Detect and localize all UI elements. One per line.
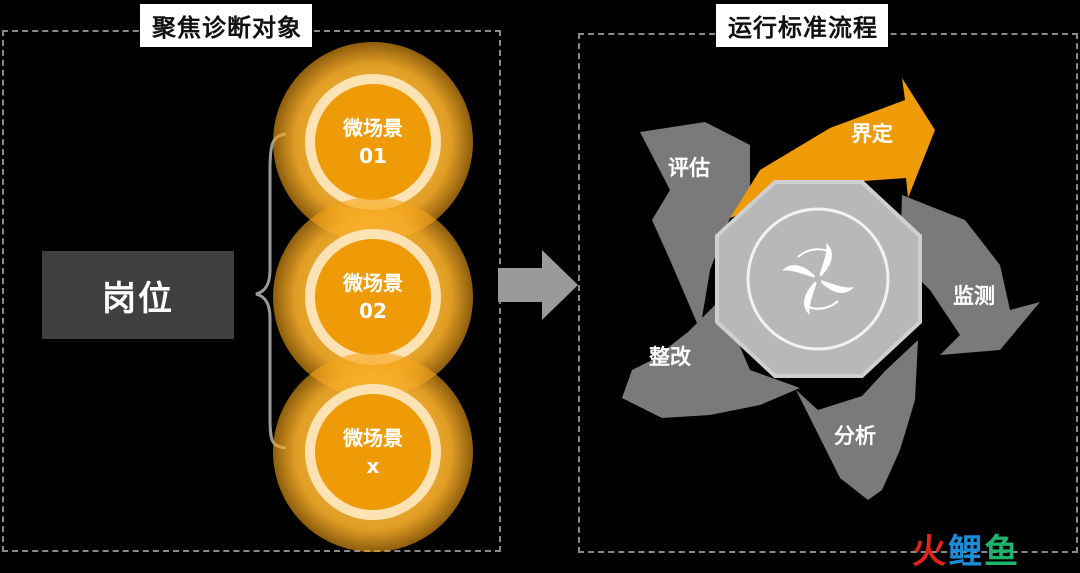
watermark-part: 鱼 xyxy=(984,532,1020,572)
role-box: 岗位 xyxy=(42,251,234,339)
scene-label: 微场景 xyxy=(343,271,403,295)
right-arrow-icon xyxy=(498,250,578,320)
watermark-logo: 火鲤鱼 xyxy=(912,524,1020,573)
analyze-petal xyxy=(796,340,918,500)
scene-label: 微场景 xyxy=(343,116,403,140)
scene-circle-02: 微场景 02 xyxy=(273,197,473,397)
monitor-petal xyxy=(900,195,1040,355)
scene-number: 02 xyxy=(359,299,387,323)
fan-icon xyxy=(782,243,854,315)
step-assess-label: 评估 xyxy=(668,156,710,180)
left-panel-title: 聚焦诊断对象 xyxy=(140,4,312,47)
rectify-petal xyxy=(622,300,800,418)
scene-label: 微场景 xyxy=(343,426,403,450)
assess-petal xyxy=(640,122,750,330)
step-rectify-label: 整改 xyxy=(649,345,691,369)
scene-circle-x: 微场景 x xyxy=(273,352,473,552)
scene-number: x xyxy=(366,454,380,478)
watermark-part: 火 xyxy=(912,532,948,572)
step-define-label: 界定 xyxy=(851,122,893,146)
process-cycle-diagram xyxy=(622,78,1040,500)
scene-number: 01 xyxy=(359,144,387,168)
step-monitor-label: 监测 xyxy=(953,284,995,308)
hub-inner-circle xyxy=(746,207,890,351)
right-panel-title: 运行标准流程 xyxy=(716,4,888,47)
brace-icon xyxy=(255,132,287,450)
watermark-part: 鲤 xyxy=(948,532,984,572)
step-analyze-label: 分析 xyxy=(834,424,876,448)
